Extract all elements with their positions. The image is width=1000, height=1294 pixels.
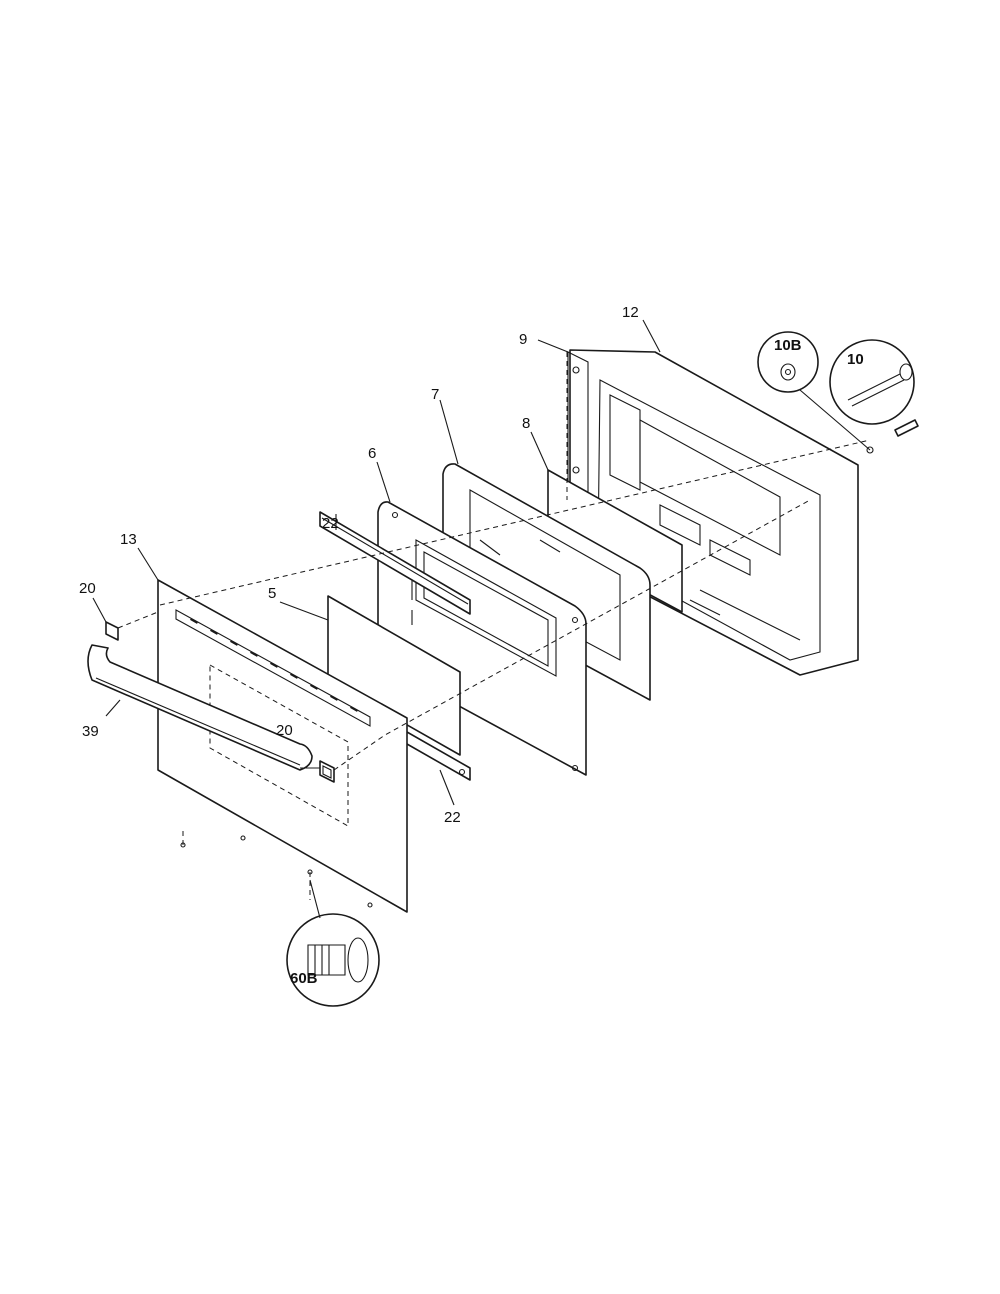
label-part-7: 7 [431, 386, 439, 403]
part-20-handle-mount-top [105, 621, 119, 641]
part-20-handle-mount-bottom [319, 760, 335, 783]
label-part-20-mid: 20 [276, 722, 293, 739]
label-part-22-top: 22 [322, 515, 339, 532]
leader-lines [92, 319, 661, 919]
part-10-screw [799, 389, 919, 454]
label-10b: 10B [774, 337, 802, 354]
callout-60b: 60B [286, 913, 380, 1007]
vent-slots [190, 618, 358, 712]
callout-10b: 10B [757, 331, 819, 393]
part-39-door-handle [87, 644, 313, 771]
label-part-22-bottom: 22 [444, 809, 461, 826]
label-part-20-top: 20 [79, 580, 96, 597]
label-part-9: 9 [519, 331, 527, 348]
label-part-13: 13 [120, 531, 137, 548]
label-part-39: 39 [82, 723, 99, 740]
assembly-lines [117, 352, 871, 900]
label-10: 10 [847, 351, 864, 368]
label-part-12: 12 [622, 304, 639, 321]
label-part-8: 8 [522, 415, 530, 432]
label-part-5: 5 [268, 585, 276, 602]
part-22-top-channel [319, 511, 471, 615]
label-part-6: 6 [368, 445, 376, 462]
callout-10: 10 [829, 339, 915, 425]
part-5-outer-glass [327, 595, 461, 756]
label-60b: 60B [290, 970, 318, 987]
